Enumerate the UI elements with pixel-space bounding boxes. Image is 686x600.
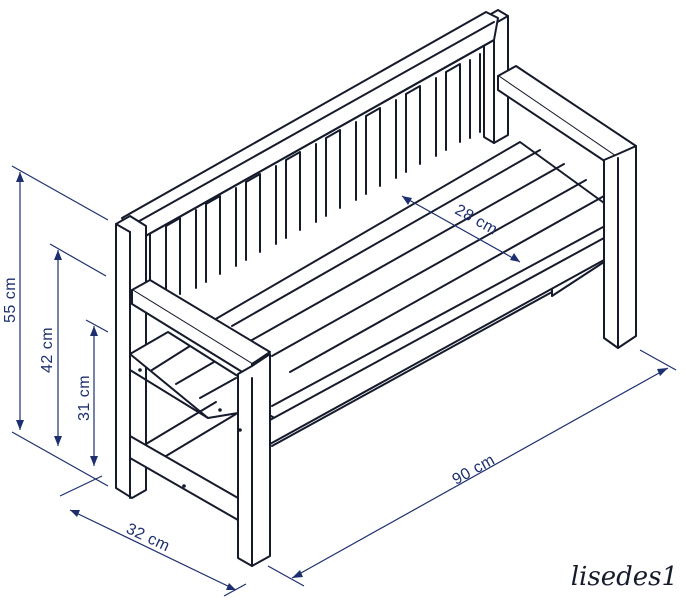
- label-55cm: 55 cm: [2, 277, 19, 323]
- label-90cm: 90 cm: [450, 451, 499, 488]
- dimension-lines: [11, 165, 677, 597]
- label-42cm: 42 cm: [39, 327, 56, 373]
- brand-signature: lisedes1: [570, 562, 678, 592]
- back-slats: [149, 53, 481, 311]
- label-32cm: 32 cm: [123, 520, 172, 555]
- left-front-post: [237, 353, 271, 567]
- bench-drawing: [115, 9, 637, 567]
- right-front-post: [603, 145, 637, 349]
- label-31cm: 31 cm: [76, 375, 93, 421]
